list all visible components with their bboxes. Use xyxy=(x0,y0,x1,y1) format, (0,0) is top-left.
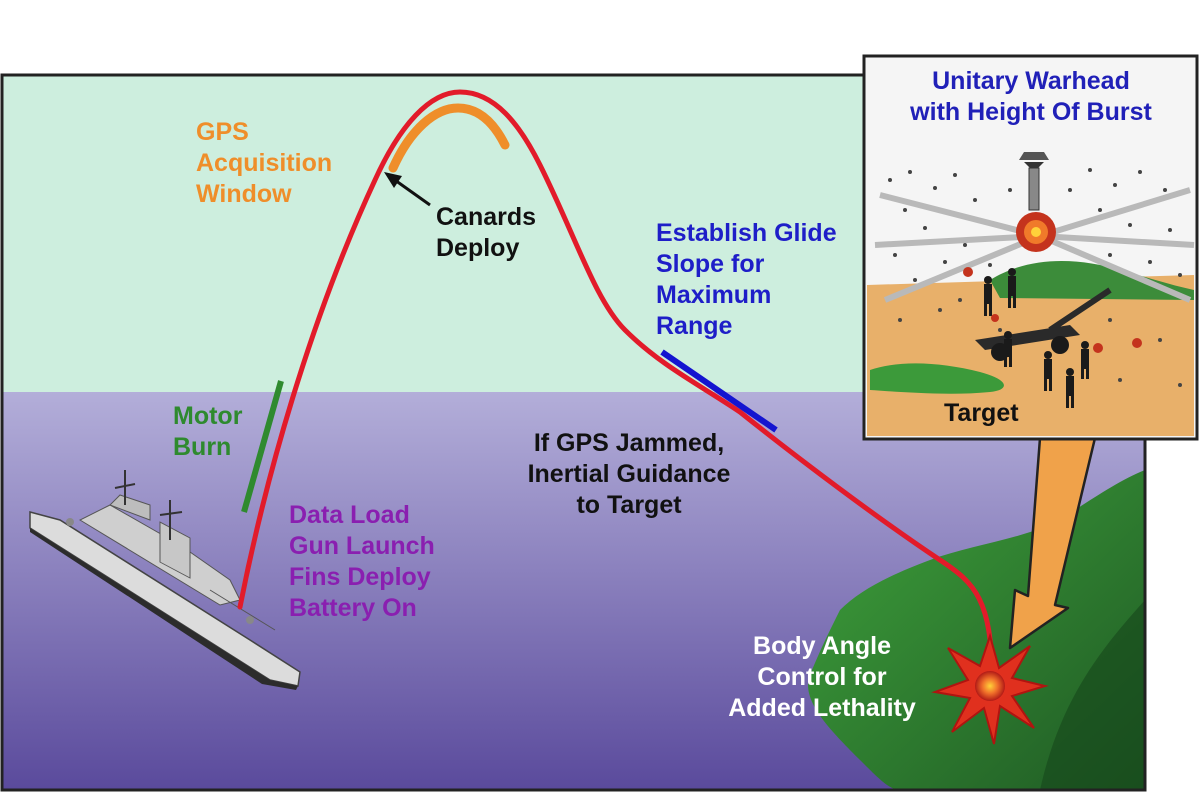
soldier-icon xyxy=(984,268,1089,408)
callout-pointer xyxy=(1008,436,1097,650)
explosion-icon xyxy=(931,632,1049,745)
glide-slope-bar xyxy=(660,349,778,433)
launch-events-label: Data Load Gun Launch Fins Deploy Battery… xyxy=(289,501,435,622)
warhead-inset xyxy=(862,54,1199,441)
motor-burn-bar xyxy=(241,380,284,513)
canards-deploy-label: Canards Deploy xyxy=(436,203,537,262)
land-shadow xyxy=(1040,600,1145,790)
gps-acquisition-arc xyxy=(388,103,510,173)
howitzer-icon xyxy=(975,287,1112,361)
ship-icon xyxy=(29,470,301,690)
inset-ground xyxy=(867,275,1194,436)
inertial-guidance-label: If GPS Jammed, Inertial Guidance to Targ… xyxy=(527,429,731,519)
canards-arrow xyxy=(384,172,431,207)
fragment-rays xyxy=(874,187,1195,303)
motor-burn-label: Motor Burn xyxy=(173,402,243,461)
missile-icon xyxy=(1019,152,1049,211)
gps-acquisition-label: GPS Acquisition Window xyxy=(196,118,333,208)
impact-splashes xyxy=(963,267,1142,353)
glide-slope-label: Establish Glide Slope for Maximum Range xyxy=(656,219,837,340)
fragment-dots xyxy=(888,168,1182,387)
body-angle-label: Body Angle Control for Added Lethality xyxy=(728,632,916,722)
trajectory-path xyxy=(237,89,995,683)
inset-title: Unitary Warhead with Height Of Burst xyxy=(910,67,1152,126)
inset-hill xyxy=(990,260,1194,300)
inset-target-label: Target xyxy=(944,399,1019,427)
inset-foreground-green xyxy=(870,363,1004,394)
airburst-icon xyxy=(1016,212,1056,252)
